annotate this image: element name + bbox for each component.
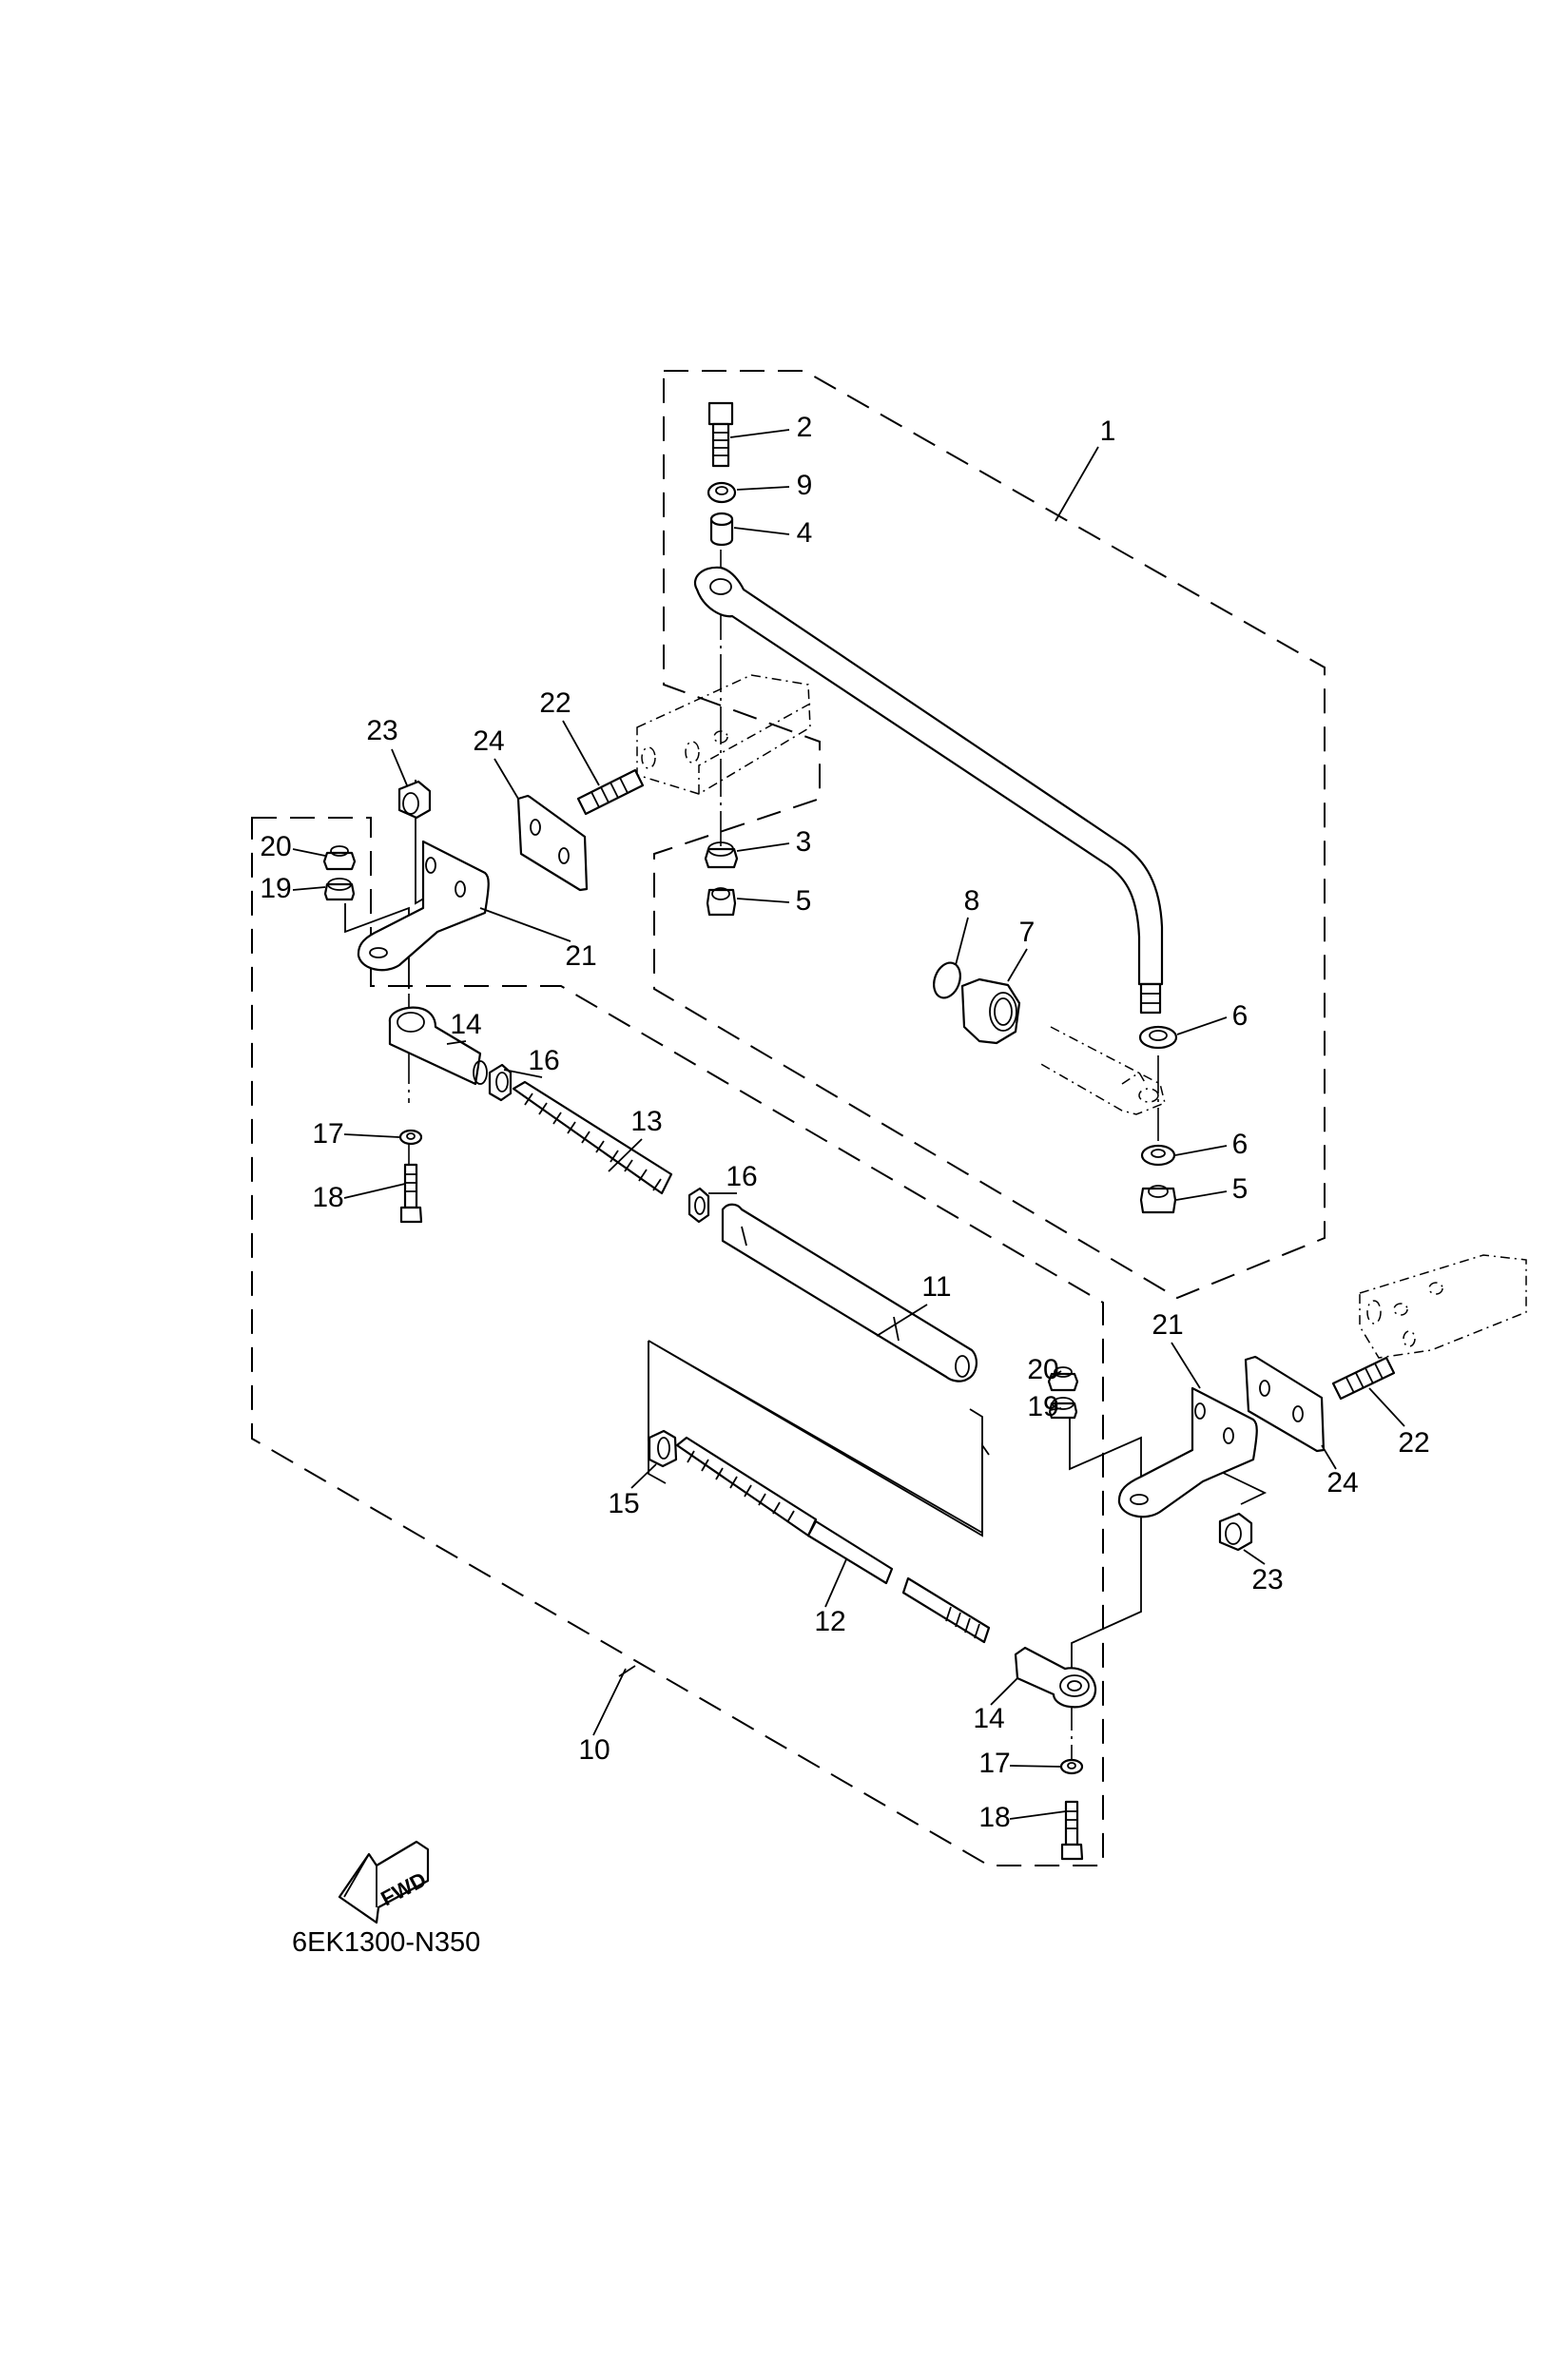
callout-4[interactable]: 4 <box>797 517 813 549</box>
nut-part-23-lower[interactable] <box>1218 1512 1253 1552</box>
callout-21[interactable]: 21 <box>565 940 596 972</box>
plate-part-24-upper[interactable] <box>516 794 589 892</box>
hex-nut-part-7[interactable] <box>960 977 1021 1045</box>
callout-14[interactable]: 14 <box>973 1703 1004 1734</box>
washer-part-19-upper[interactable] <box>323 878 356 901</box>
callout-3[interactable]: 3 <box>796 826 812 858</box>
washer-part-17-lower[interactable] <box>1059 1758 1084 1775</box>
callout-18[interactable]: 18 <box>978 1802 1010 1833</box>
callout-5[interactable]: 5 <box>796 885 812 917</box>
steering-arm-ghost-lower-right <box>1359 1254 1527 1359</box>
callout-24[interactable]: 24 <box>1326 1467 1358 1499</box>
stud-part-22-upper[interactable] <box>576 768 645 816</box>
bracket-part-21-upper[interactable] <box>357 840 490 972</box>
callout-23[interactable]: 23 <box>366 715 397 746</box>
callout-6[interactable]: 6 <box>1232 1129 1249 1160</box>
tie-bar-part-1[interactable] <box>694 566 1164 1015</box>
bracket-part-21-lower[interactable] <box>1117 1386 1258 1518</box>
callout-2[interactable]: 2 <box>797 412 813 443</box>
nut-part-20-upper[interactable] <box>322 845 357 871</box>
callout-9[interactable]: 9 <box>797 470 813 501</box>
callout-16[interactable]: 16 <box>528 1045 559 1076</box>
threaded-rod-part-12[interactable] <box>675 1436 991 1644</box>
callout-5[interactable]: 5 <box>1232 1173 1249 1205</box>
callout-17[interactable]: 17 <box>978 1748 1010 1779</box>
o-ring-part-8[interactable] <box>929 959 964 1002</box>
callout-22[interactable]: 22 <box>539 687 571 719</box>
callout-8[interactable]: 8 <box>964 885 980 917</box>
fwd-arrow-icon: FWD <box>338 1840 430 1924</box>
washer-part-17-upper[interactable] <box>398 1129 423 1146</box>
bolt-part-18-lower[interactable] <box>1060 1800 1084 1861</box>
callout-23[interactable]: 23 <box>1251 1564 1283 1595</box>
callout-7[interactable]: 7 <box>1019 917 1036 948</box>
diagram-code: 6EK1300-N350 <box>292 1927 480 1958</box>
stud-part-22-lower[interactable] <box>1331 1356 1396 1401</box>
steering-arm-ghost-upper <box>636 674 811 795</box>
callout-20[interactable]: 20 <box>260 831 291 862</box>
bolt-part-2[interactable] <box>707 401 734 468</box>
bolt-part-18-upper[interactable] <box>399 1163 423 1224</box>
tie-bar-end-ghost <box>1038 1026 1166 1115</box>
washer-part-9[interactable] <box>707 481 737 504</box>
rod-end-part-14-lower[interactable] <box>1014 1646 1097 1709</box>
callout-18[interactable]: 18 <box>312 1182 343 1213</box>
nut-part-16-lower[interactable] <box>687 1187 710 1224</box>
callout-17[interactable]: 17 <box>312 1118 343 1150</box>
callout-13[interactable]: 13 <box>630 1106 662 1137</box>
tube-part-11[interactable] <box>721 1203 978 1383</box>
callout-10[interactable]: 10 <box>578 1734 610 1766</box>
axis-line-bracket-right <box>1069 1402 1142 1692</box>
axis-line-bracket-right-2 <box>1214 1468 1268 1505</box>
nut-part-3[interactable] <box>704 841 739 869</box>
callout-11[interactable]: 11 <box>921 1271 951 1303</box>
callout-14[interactable]: 14 <box>450 1009 481 1040</box>
nut-part-20-lower[interactable] <box>1047 1366 1079 1392</box>
leader-lines <box>292 429 1405 1820</box>
plate-part-24-lower[interactable] <box>1244 1355 1326 1453</box>
callout-24[interactable]: 24 <box>473 725 504 757</box>
callout-16[interactable]: 16 <box>726 1161 757 1192</box>
callout-22[interactable]: 22 <box>1398 1427 1429 1459</box>
washer-part-6-lower[interactable] <box>1140 1144 1176 1167</box>
callout-1[interactable]: 1 <box>1100 416 1116 447</box>
washer-part-6-upper[interactable] <box>1138 1025 1178 1050</box>
group-outline-1 <box>653 370 1326 1300</box>
locknut-part-5-upper[interactable] <box>706 887 737 917</box>
threaded-rod-part-13[interactable] <box>512 1080 673 1195</box>
callout-19[interactable]: 19 <box>1027 1391 1058 1422</box>
nut-part-23-upper[interactable] <box>397 780 432 820</box>
group-outline-10 <box>251 817 1104 1866</box>
locknut-part-5-lower[interactable] <box>1139 1185 1177 1214</box>
callout-12[interactable]: 12 <box>814 1606 845 1637</box>
nut-part-16-upper[interactable] <box>397 0 513 1122</box>
collar-part-4[interactable] <box>709 512 734 547</box>
callout-20[interactable]: 20 <box>1027 1354 1058 1385</box>
callout-6[interactable]: 6 <box>1232 1000 1249 1032</box>
callout-15[interactable]: 15 <box>608 1488 639 1519</box>
rod-end-part-14-upper[interactable] <box>388 1006 488 1086</box>
callout-19[interactable]: 19 <box>260 873 291 904</box>
nut-part-15[interactable] <box>648 1429 678 1468</box>
callout-21[interactable]: 21 <box>1152 1309 1183 1341</box>
washer-part-19-lower[interactable] <box>1048 1397 1078 1420</box>
